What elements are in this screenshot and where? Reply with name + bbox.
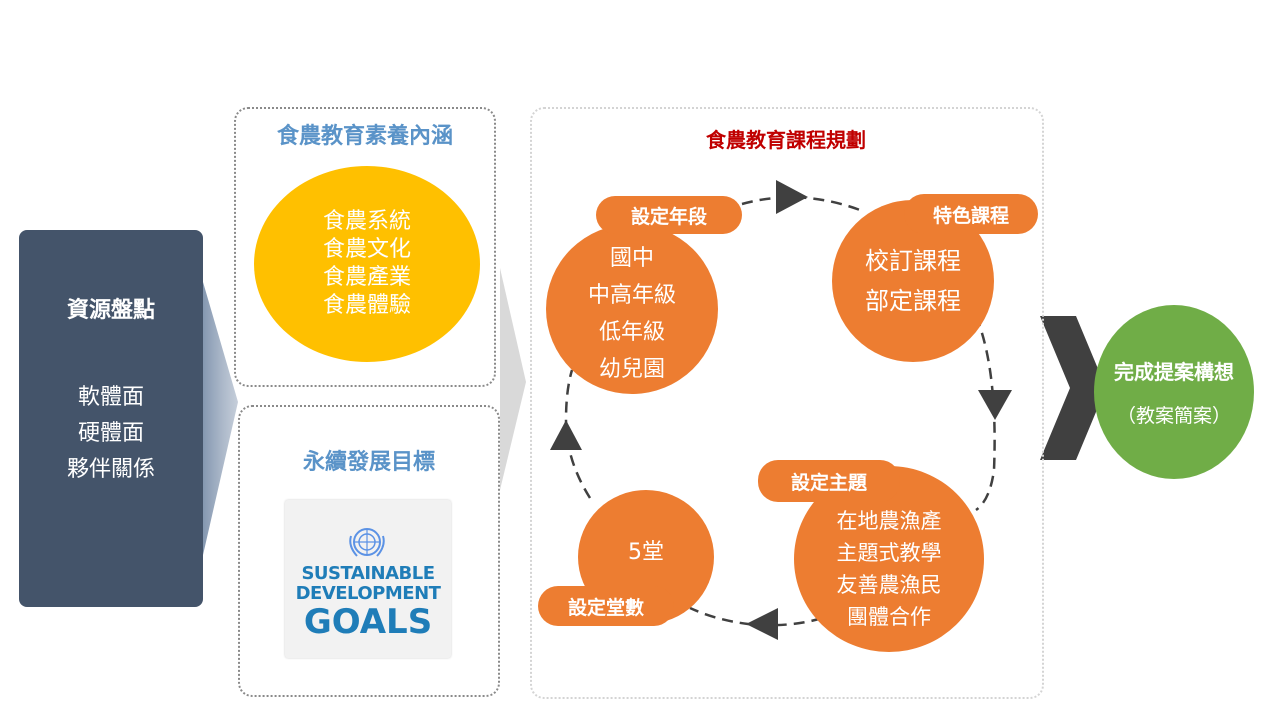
sdg-panel [238,405,500,697]
result-title: 完成提案構想 [1114,360,1234,384]
literacy-item: 食農系統 [322,209,411,234]
resource-lines: 軟體面 硬體面 夥伴關係 [19,380,203,488]
step-item: 國中 [609,246,654,271]
step-label-grade: 設定年段 [596,196,742,234]
literacy-circle: 食農系統 食農文化 食農產業 食農體驗 [254,166,480,362]
cycle-arc-right [974,315,996,512]
result-chevron-outer [1040,316,1092,460]
sdg-logo-word: GOALS [303,602,433,642]
literacy-item: 食農文化 [322,237,411,262]
resource-line: 夥伴關係 [66,457,155,482]
literacy-title: 食農教育素養內涵 [276,124,453,149]
cycle-arrowhead-left [550,420,582,450]
resource-line: 硬體面 [77,421,144,446]
step-item: 部定課程 [865,287,961,315]
step-item: 幼兒園 [598,357,665,382]
resource-title: 資源盤點 [66,298,155,323]
resource-line: 軟體面 [77,385,144,410]
step-item: 在地農漁產 [836,509,942,533]
literacy-item: 食農體驗 [322,293,411,318]
resource-inventory-box: 資源盤點 軟體面 硬體面 夥伴關係 [19,230,203,607]
step-label-sessions: 設定堂數 [538,586,674,626]
step-grade-circle: 國中 中高年級 低年級 幼兒園 [546,224,718,394]
step-item: 主題式教學 [836,541,942,565]
step-item: 校訂課程 [865,247,961,275]
literacy-item: 食農產業 [322,265,411,290]
sdg-logo-word: SUSTAINABLE [301,563,435,584]
step-item: 5堂 [628,540,664,565]
left-connector-wedge [203,282,238,555]
sdg-title: 永續發展目標 [302,450,435,475]
sdg-logo-word: DEVELOPMENT [295,583,441,604]
step-item: 中高年級 [587,283,676,308]
result-circle: 完成提案構想 （教案簡案） [1094,305,1254,479]
literacy-panel [234,107,496,387]
step-label-course: 特色課程 [904,194,1038,234]
step-label-theme: 設定主題 [758,460,900,502]
un-emblem-icon [349,528,385,557]
cycle-arrowhead-bottom [746,608,778,640]
planning-title: 食農教育課程規劃 [706,128,866,152]
cycle-arrowhead-right [978,390,1012,420]
middle-connector-chevron [500,268,526,490]
step-item: 低年級 [598,320,665,345]
sdg-logo-card [285,500,451,658]
step-item: 友善農漁民 [836,573,942,597]
planning-panel [530,107,1044,699]
result-subtitle: （教案簡案） [1116,405,1231,427]
cycle-arrowhead-top [776,180,808,214]
step-item: 團體合作 [847,605,931,629]
